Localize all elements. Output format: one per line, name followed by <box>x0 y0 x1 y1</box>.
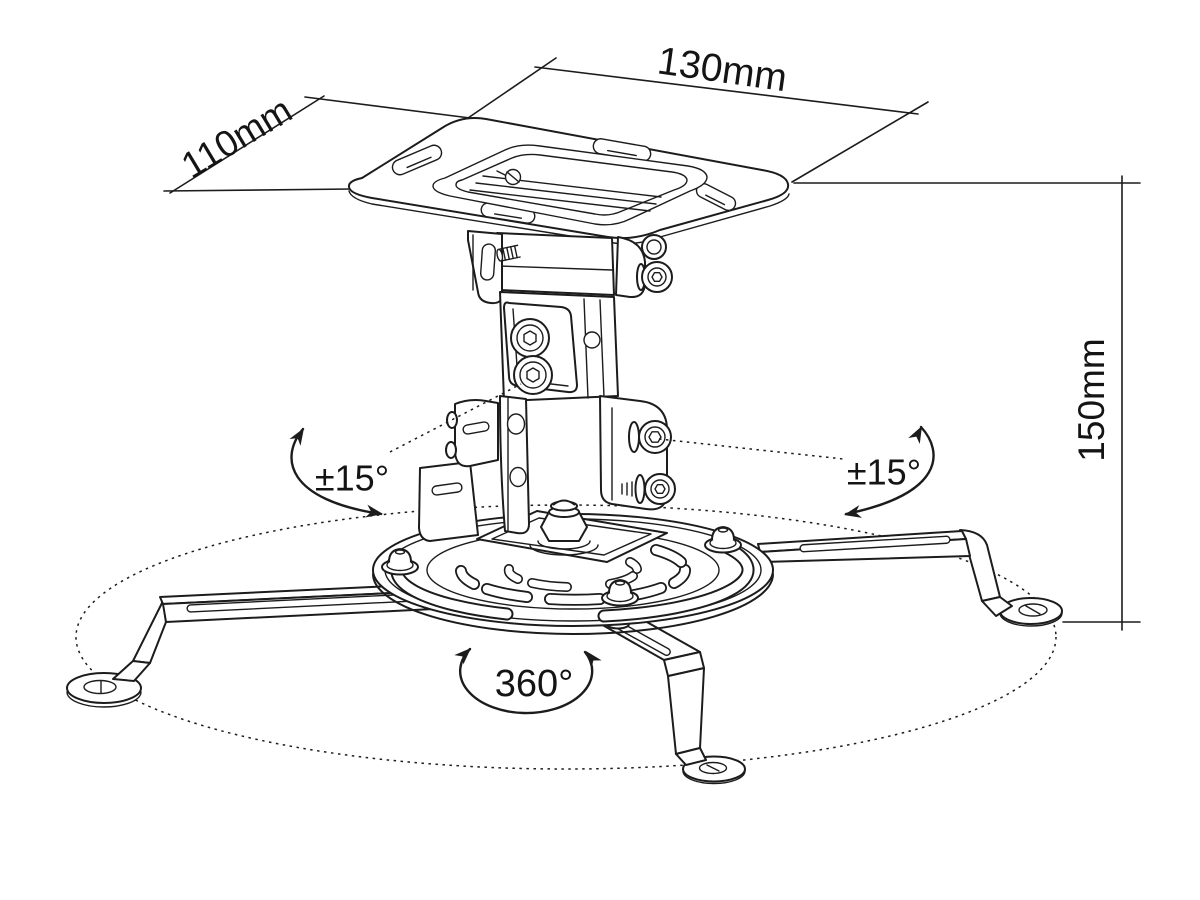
arrow-icon <box>586 651 602 669</box>
bracket-hole <box>583 331 601 349</box>
center-hex-nut <box>540 499 588 542</box>
dimension-lines <box>163 57 1141 631</box>
tilt-arc-right <box>844 425 935 516</box>
dome-screw <box>704 526 742 554</box>
tilt-arc-left <box>290 427 383 516</box>
tilt-label-right: ±15° <box>847 452 921 493</box>
rotation-label: 360° <box>495 663 574 705</box>
tilt-label-left: ±15° <box>315 458 389 499</box>
arrow-icon <box>908 426 922 445</box>
threaded-stud <box>496 244 521 262</box>
dome-screw <box>601 579 639 607</box>
arrow-icon <box>365 504 383 518</box>
lower-knuckle <box>418 395 676 542</box>
arrow-icon <box>454 648 471 665</box>
upper-bracket <box>467 230 673 305</box>
swivel-disc <box>372 513 774 635</box>
leader-right <box>658 438 844 460</box>
ceiling-plate <box>347 117 790 245</box>
rotation-arc <box>459 647 594 715</box>
arrow-icon <box>289 428 304 446</box>
dome-screw <box>381 548 419 576</box>
dim-label-height: 150mm <box>1071 338 1112 461</box>
arrow-icon <box>844 505 862 518</box>
tilt-bracket <box>499 291 619 402</box>
